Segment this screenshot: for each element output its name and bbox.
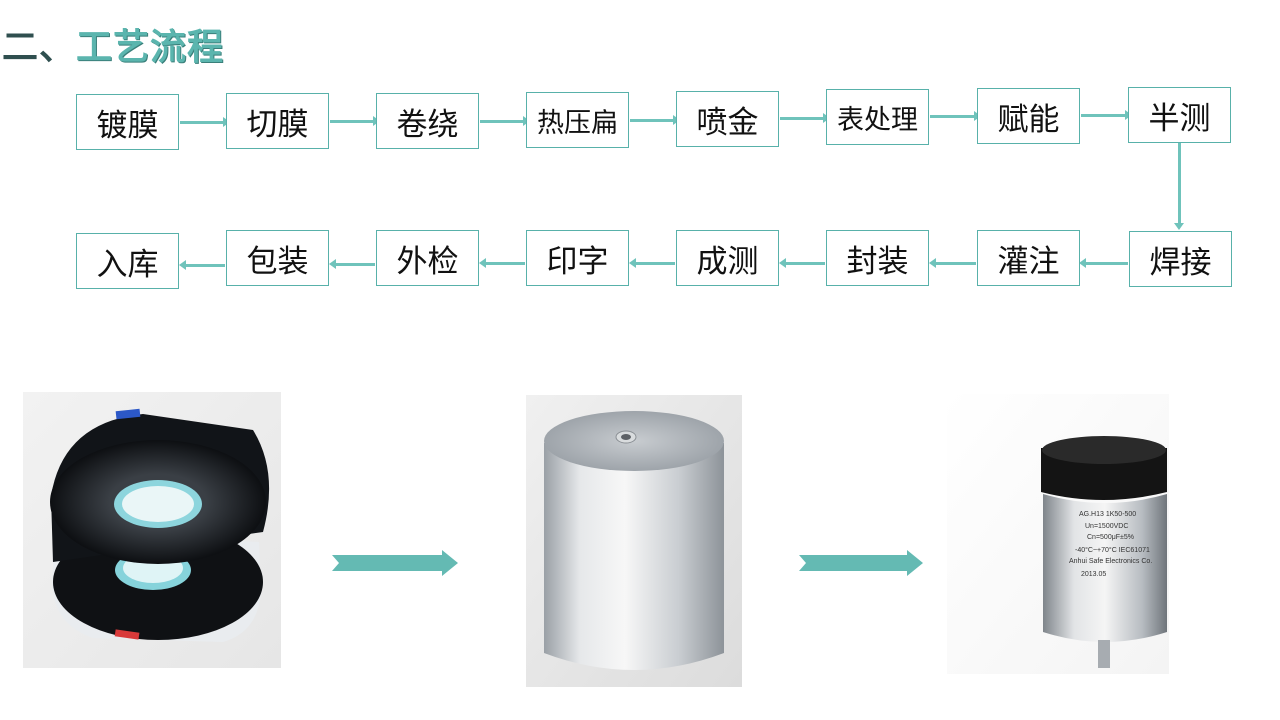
svg-text:2013.05: 2013.05 — [1081, 571, 1106, 578]
film-rolls-photo — [23, 392, 281, 668]
svg-text:Cn=500μF±5%: Cn=500μF±5% — [1087, 534, 1134, 541]
svg-text:Anhui Safe Electronics Co.: Anhui Safe Electronics Co. — [1069, 558, 1152, 565]
connector-arrow — [329, 259, 375, 269]
connector-arrow-down — [1174, 143, 1184, 230]
metallized-element-photo — [526, 395, 742, 687]
step-potting: 灌注 — [977, 230, 1080, 286]
step-warehousing: 入库 — [76, 233, 179, 289]
step-coating: 镀膜 — [76, 94, 179, 150]
connector-arrow — [779, 258, 825, 268]
step-packaging: 包装 — [226, 230, 329, 286]
finished-capacitor-photo: AG.H13 1K50-500 Un=1500VDC Cn=500μF±5% -… — [947, 394, 1169, 674]
step-final-test: 成测 — [676, 230, 779, 286]
section-number: 二、 — [2, 27, 77, 68]
step-sealing: 封装 — [826, 230, 929, 286]
connector-arrow — [629, 258, 675, 268]
step-visual-inspection: 外检 — [376, 230, 479, 286]
step-spraying: 喷金 — [676, 91, 779, 147]
step-film-cutting: 切膜 — [226, 93, 329, 149]
svg-text:Un=1500VDC: Un=1500VDC — [1085, 523, 1128, 530]
connector-arrow — [630, 115, 680, 125]
step-semi-test: 半测 — [1128, 87, 1231, 143]
big-arrow-icon — [799, 550, 923, 576]
svg-text:-40°C~+70°C IEC61071: -40°C~+70°C IEC61071 — [1075, 546, 1150, 554]
connector-arrow — [479, 258, 525, 268]
step-energizing: 赋能 — [977, 88, 1080, 144]
step-printing: 印字 — [526, 230, 629, 286]
step-hot-pressing: 热压扁 — [526, 92, 629, 148]
svg-text:AG.H13 1K50-500: AG.H13 1K50-500 — [1079, 511, 1136, 518]
connector-arrow — [1079, 258, 1128, 268]
step-winding: 卷绕 — [376, 93, 479, 149]
connector-arrow — [930, 111, 981, 121]
connector-arrow — [179, 260, 225, 270]
connector-arrow — [1081, 110, 1132, 120]
section-title: 工艺流程 — [76, 27, 225, 68]
connector-arrow — [480, 116, 530, 126]
connector-arrow — [330, 116, 380, 126]
connector-arrow — [929, 258, 976, 268]
step-welding: 焊接 — [1129, 231, 1232, 287]
step-surface-treatment: 表处理 — [826, 89, 929, 145]
big-arrow-icon — [332, 550, 458, 576]
connector-arrow — [180, 117, 230, 127]
connector-arrow — [780, 113, 830, 123]
slide-title: 二、工艺流程 — [2, 18, 224, 70]
